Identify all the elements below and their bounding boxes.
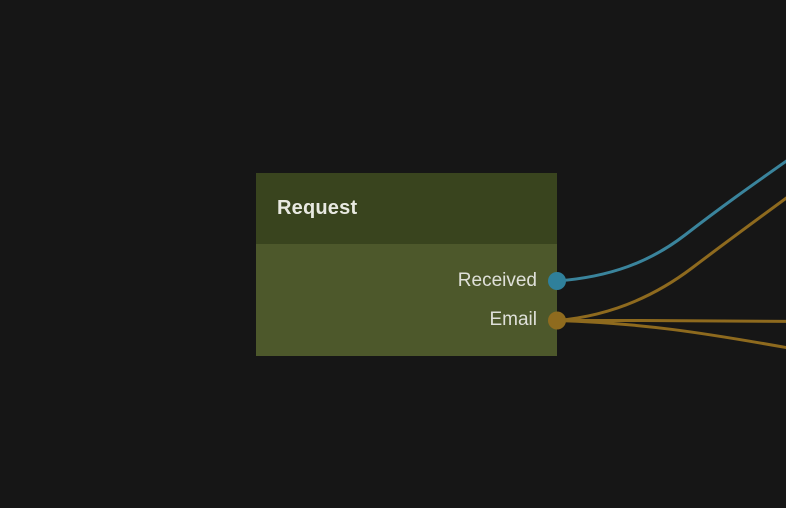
output-label-received: Received xyxy=(457,269,537,291)
output-row-received: Received xyxy=(256,261,557,300)
node-body: Received Email xyxy=(256,244,557,356)
node-title: Request xyxy=(277,197,358,219)
output-row-email: Email xyxy=(256,300,557,339)
wire-received[interactable] xyxy=(555,148,786,283)
node-request[interactable]: Request Received Email xyxy=(256,173,557,356)
email-output-port[interactable] xyxy=(548,311,566,330)
node-header[interactable]: Request xyxy=(256,173,557,244)
output-label-email: Email xyxy=(489,308,537,330)
wire-email-down[interactable] xyxy=(555,319,786,351)
wire-email-up[interactable] xyxy=(555,188,786,322)
received-output-port[interactable] xyxy=(548,272,566,290)
